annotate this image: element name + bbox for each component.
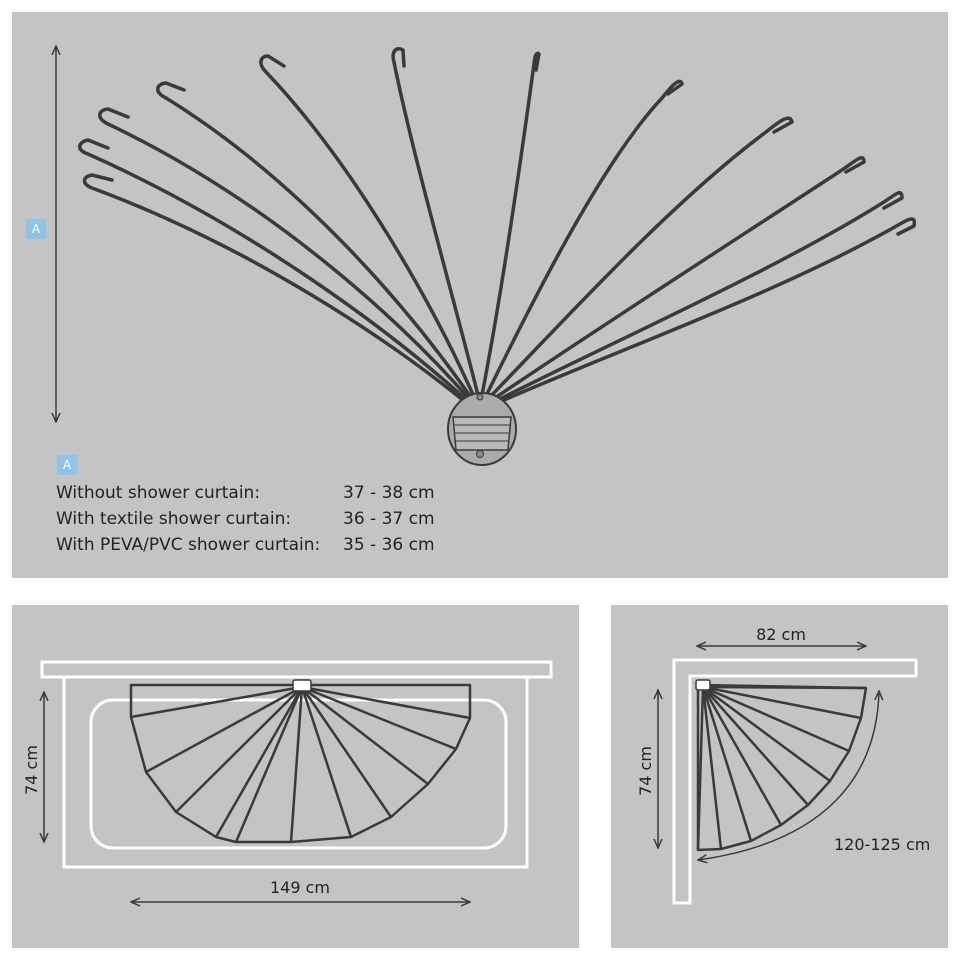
spec-value: 37 - 38 cm (343, 483, 435, 503)
rod-arm (78, 138, 472, 405)
wall-mount-corner-view (695, 679, 711, 691)
depth-label: 74 cm (22, 745, 41, 795)
rod-fan-top-view (129, 683, 472, 844)
rod-arm (490, 156, 866, 402)
rod-arm (480, 51, 541, 397)
arc-label: 120-125 cm (834, 835, 930, 854)
rod-arm (487, 116, 794, 400)
corner-diagram: 82 cm 74 cm 120-125 cm (636, 625, 930, 905)
tub-outer-outline (62, 677, 529, 869)
spec-label: Without shower curtain: (56, 483, 261, 503)
wall-mount-top-view (292, 679, 312, 692)
width-label: 82 cm (756, 625, 806, 644)
rod-arm (82, 173, 471, 407)
wall-outline (40, 660, 553, 679)
rod-fan-corner-view (696, 683, 868, 852)
corner-wall-outline (672, 658, 918, 905)
rod-fan-illustration (12, 12, 917, 466)
rod-arm (156, 81, 474, 401)
legend-a-badge: A (57, 455, 77, 475)
spec-label: With PEVA/PVC shower curtain: (56, 535, 321, 555)
rod-arms (78, 47, 917, 407)
width-label: 149 cm (270, 878, 330, 897)
spec-value: 36 - 37 cm (343, 509, 435, 529)
rod-arm (493, 217, 917, 406)
rod-arm (391, 47, 480, 397)
dimension-a-badge: A (26, 219, 46, 239)
rod-fan-panel: A A Without shower curtain: 37 - 38 cm W… (12, 12, 948, 578)
rod-arm (492, 191, 904, 404)
bathtub-diagram: 149 cm 74 cm (22, 660, 553, 948)
wall-mount (447, 392, 517, 466)
screw-icon (476, 393, 484, 401)
spec-label: With textile shower curtain: (56, 509, 292, 529)
arc-dimension-arrow (698, 691, 879, 860)
depth-label: 74 cm (636, 746, 655, 796)
tub-inner-outline (89, 698, 508, 850)
spec-value: 35 - 36 cm (343, 535, 435, 555)
rod-arm (98, 107, 473, 403)
corner-view-panel: 82 cm 74 cm 120-125 cm (611, 605, 948, 948)
bathtub-view-panel: 149 cm 74 cm (12, 605, 579, 948)
rod-arm (259, 54, 476, 399)
rod-arm (484, 79, 684, 398)
screw-icon (476, 450, 484, 458)
